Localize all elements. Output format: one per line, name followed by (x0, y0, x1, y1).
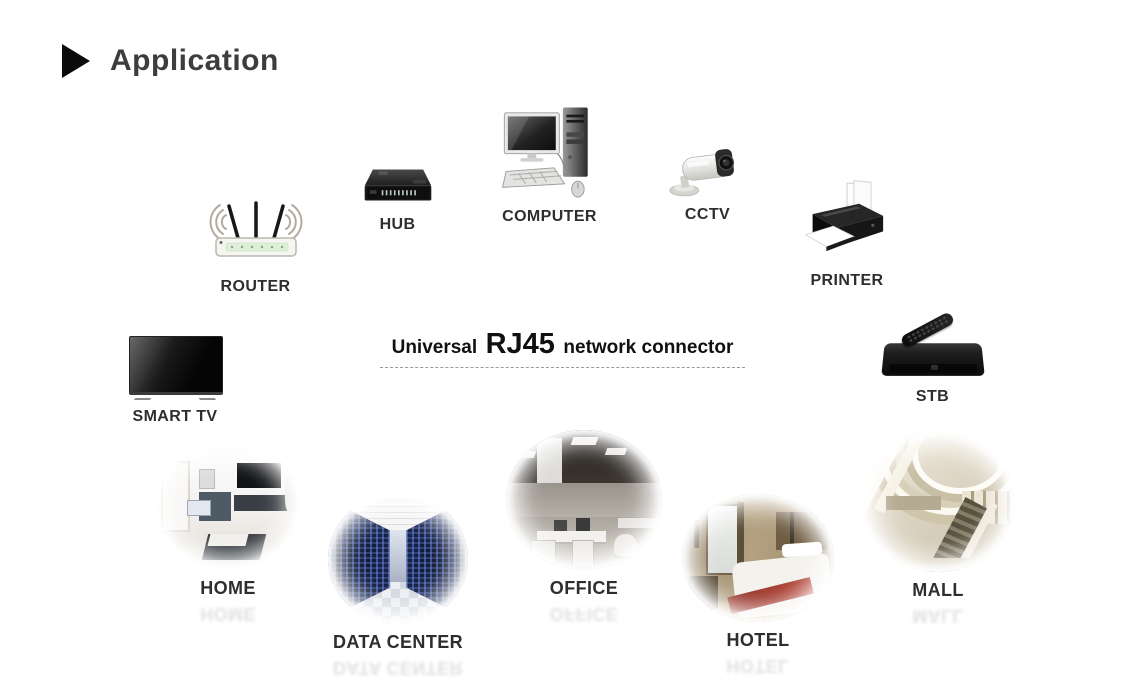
location-data-center: DATA CENTER DATA CENTER (328, 494, 468, 678)
office-pedestal-shape (571, 540, 594, 568)
security-camera-icon (668, 149, 734, 197)
mall-floor-shape (862, 558, 1014, 572)
set-top-box-icon (880, 311, 985, 380)
hotel-scene (682, 494, 834, 622)
device-hub: HUB (330, 162, 465, 234)
device-smart-tv: SMART TV (105, 336, 245, 426)
office-screen-shape (537, 438, 563, 492)
banner-prefix: Universal (391, 337, 478, 358)
device-label-router: ROUTER (220, 278, 291, 295)
location-hotel: HOTEL HOTEL (682, 494, 834, 676)
location-label-data-center: DATA CENTER (332, 632, 464, 652)
hotel-pillow-shape (781, 541, 823, 557)
mall-atrium-ring-shape (912, 432, 1008, 495)
office-desk-shape (618, 518, 659, 528)
office-desk-shape (537, 530, 606, 542)
banner: Universal RJ45 network connector (380, 328, 745, 368)
home-cabinet-shape (233, 494, 293, 512)
hotel-curtain-shape (736, 501, 745, 574)
location-home: HOME HOME (155, 440, 301, 624)
living-room-photo (155, 440, 301, 570)
home-tv-shape (236, 463, 281, 489)
server-room-photo (328, 494, 468, 624)
office-chair-shape (613, 533, 638, 559)
location-office: OFFICE OFFICE (506, 430, 662, 624)
shopping-mall-photo (862, 432, 1014, 572)
play-triangle-icon (62, 44, 90, 78)
location-label-mall-reflection: MALL (912, 606, 964, 626)
open-office-photo (506, 430, 662, 570)
home-art-shape (198, 468, 216, 489)
desktop-computer-icon (501, 107, 588, 198)
location-label-hotel-reflection: HOTEL (726, 656, 790, 676)
stb-logo-shape (930, 364, 938, 370)
device-label-stb: STB (915, 388, 950, 405)
device-cctv: CCTV (650, 142, 765, 224)
hotel-lamp-shape (789, 511, 795, 546)
smart-tv-icon (127, 336, 223, 400)
office-wall-shape (506, 483, 662, 517)
hotel-chair-shape (688, 575, 719, 610)
office-light-shape (517, 451, 537, 458)
office-scene (506, 430, 662, 570)
banner-highlight: RJ45 (485, 328, 555, 360)
hotel-lamp-shape (694, 519, 699, 548)
home-window-shape (160, 460, 190, 533)
device-printer: PRINTER (788, 178, 906, 290)
dc-corridor-end-shape (386, 530, 410, 583)
hotel-room-photo (682, 494, 834, 622)
home-laptop-shape (187, 499, 211, 517)
page-title: Application (110, 44, 279, 77)
device-label-cctv: CCTV (684, 206, 731, 223)
location-label-mall: MALL (912, 580, 964, 600)
home-scene (155, 440, 301, 570)
office-light-shape (569, 437, 598, 446)
printer-icon (804, 180, 884, 252)
device-label-printer: PRINTER (810, 272, 884, 289)
location-label-office: OFFICE (549, 578, 619, 598)
office-monitor-shape (554, 519, 567, 531)
device-router: ROUTER (178, 198, 333, 296)
dashed-divider (380, 367, 745, 368)
stb-body-shape (880, 343, 985, 376)
device-stb: STB (870, 311, 995, 406)
device-label-smart-tv: SMART TV (132, 408, 218, 425)
office-monitor-shape (576, 518, 591, 531)
location-label-hotel: HOTEL (726, 630, 790, 650)
wireless-router-icon (209, 201, 302, 257)
location-label-home-reflection: HOME (200, 604, 256, 624)
slide-header: Application (62, 44, 279, 78)
office-pedestal-shape (530, 540, 557, 565)
device-computer: COMPUTER (487, 102, 612, 226)
home-blanket-shape (207, 533, 249, 546)
device-label-hub: HUB (379, 216, 416, 233)
banner-suffix: network connector (563, 337, 734, 358)
location-label-home: HOME (200, 578, 256, 598)
tv-screen-shape (129, 336, 223, 395)
location-mall: MALL MALL (862, 432, 1014, 626)
location-label-data-center-reflection: DATA CENTER (332, 658, 464, 678)
network-hub-icon (364, 169, 431, 201)
location-label-office-reflection: OFFICE (549, 604, 619, 624)
mall-scene (862, 432, 1014, 572)
data-center-scene (328, 494, 468, 624)
device-label-computer: COMPUTER (502, 208, 597, 225)
home-plant-shape (284, 476, 297, 513)
office-light-shape (604, 448, 628, 456)
mall-balcony-shape (886, 496, 942, 511)
